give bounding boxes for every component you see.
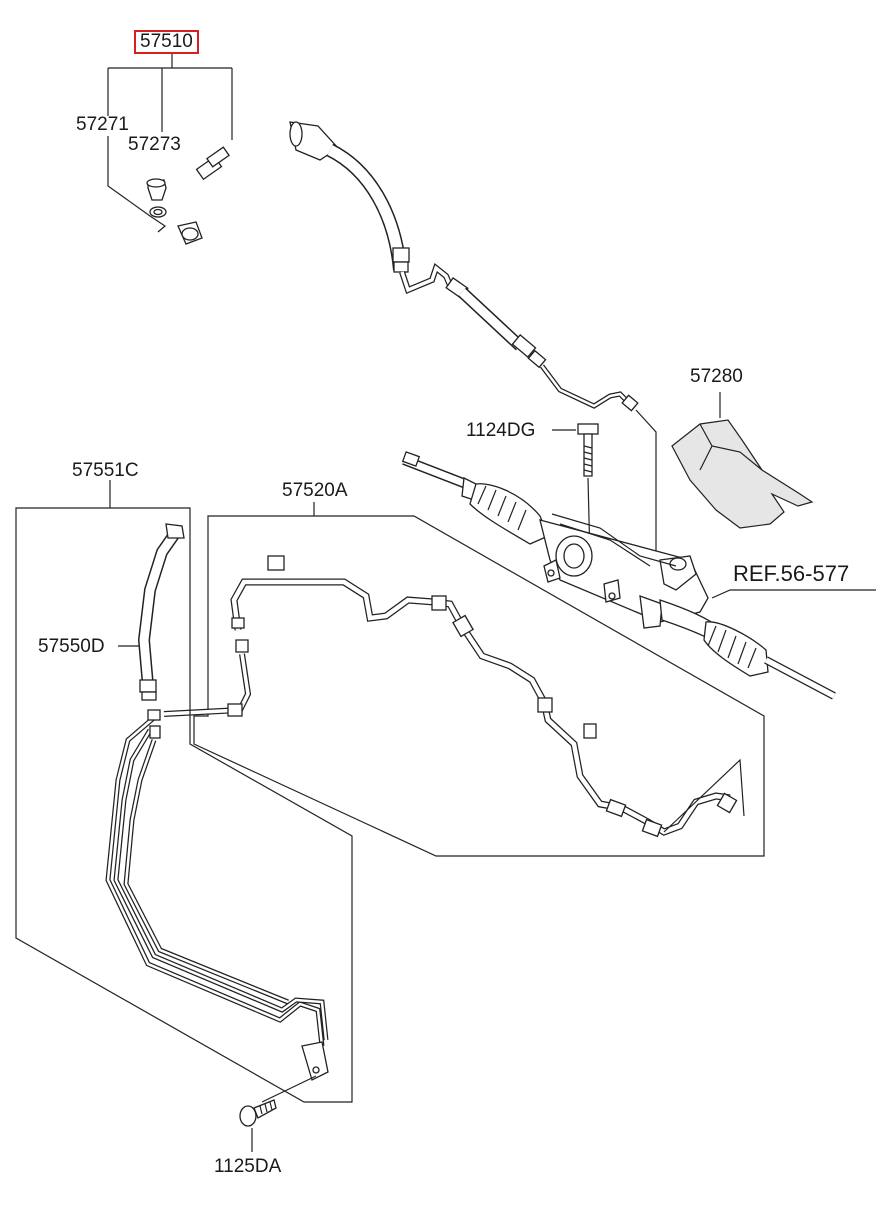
label-57273[interactable]: 57273: [128, 134, 181, 155]
leader-57510-bracket: [107, 52, 233, 233]
hose-57550D: [118, 523, 185, 701]
washer-57271: [149, 206, 167, 218]
label-57271[interactable]: 57271: [76, 114, 129, 135]
label-57510[interactable]: 57510: [134, 30, 199, 54]
label-57551C[interactable]: 57551C: [72, 460, 139, 481]
return-pipe-57520A: [163, 555, 745, 838]
label-1125DA[interactable]: 1125DA: [214, 1156, 282, 1177]
label-1124DG[interactable]: 1124DG: [466, 420, 536, 441]
bolt-1124DG: [552, 423, 599, 561]
steering-gear-box: [401, 451, 876, 700]
frame-57551C: [15, 480, 353, 1103]
frame-57520A: [193, 502, 765, 857]
cooler-tube-57551C: [105, 709, 329, 1081]
bolt-1125DA: [239, 1075, 317, 1152]
label-57520A[interactable]: 57520A: [282, 480, 348, 501]
heat-shield-57280: [671, 392, 814, 529]
label-57550D[interactable]: 57550D: [38, 636, 105, 657]
fitting-57273: [146, 178, 167, 201]
label-ref-56-577[interactable]: REF.56-577: [733, 561, 850, 586]
pressure-hose-57510: [177, 121, 657, 560]
label-57280[interactable]: 57280: [690, 366, 743, 387]
